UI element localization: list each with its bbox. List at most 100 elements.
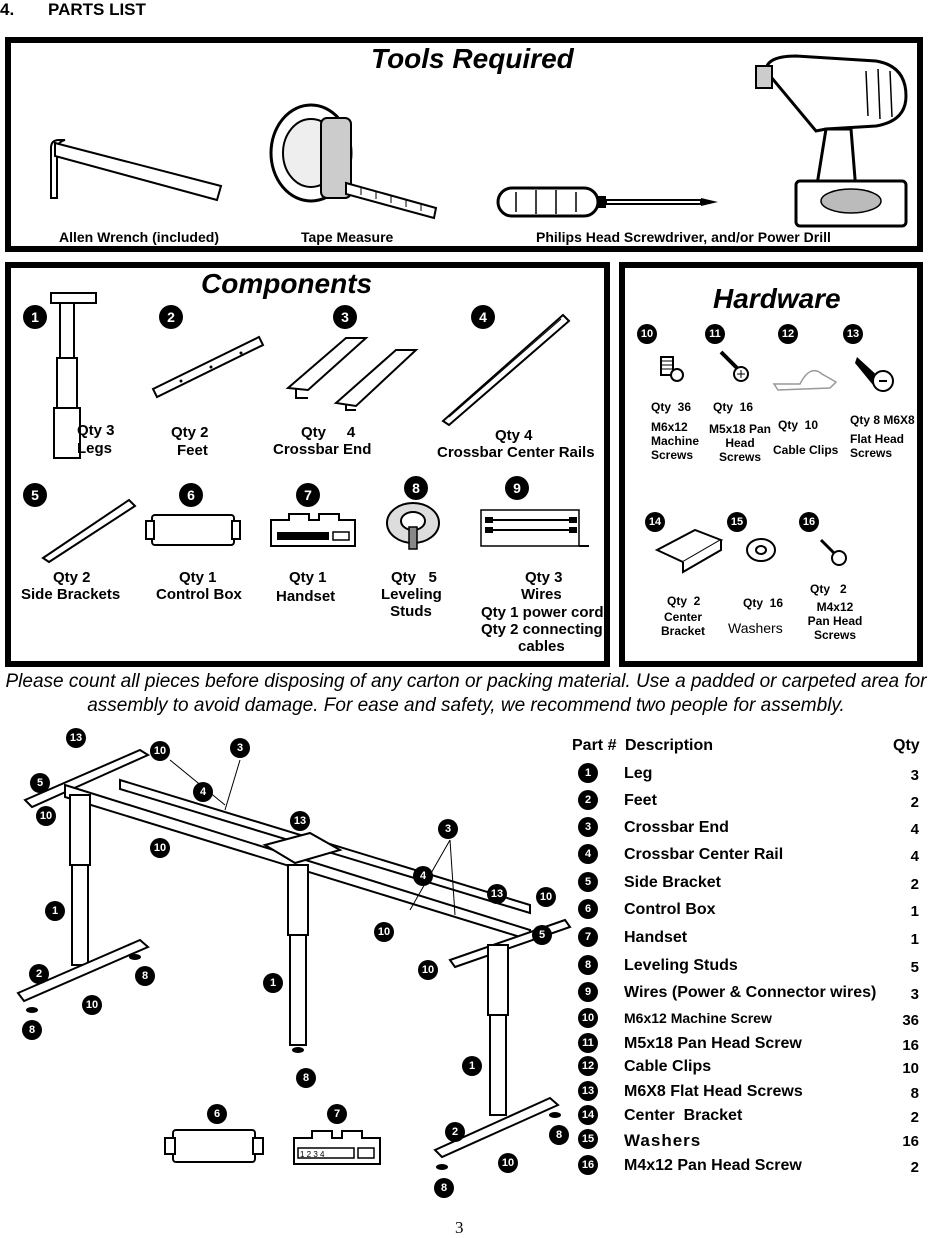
- component-9-power-cord: Qty 1 power cord: [481, 604, 604, 621]
- diagram-callout: 6: [207, 1104, 227, 1124]
- diagram-callout: 8: [135, 966, 155, 986]
- control-box-icon: [145, 514, 241, 546]
- diagram-callout: 5: [532, 925, 552, 945]
- diagram-callout: 10: [36, 806, 56, 826]
- component-4-qty: Qty 4: [495, 427, 533, 444]
- hardware-10-name: M6x12 Machine Screws: [651, 420, 700, 462]
- diagram-callout: 1: [263, 973, 283, 993]
- component-9-name: Wires: [521, 586, 562, 603]
- hardware-11-name: M5x18 Pan Head Screws: [708, 422, 772, 464]
- part-number: 4: [578, 844, 598, 864]
- diagram-callout: 13: [290, 811, 310, 831]
- part-description: Wires (Power & Connector wires): [624, 984, 877, 1001]
- hardware-number-16: 16: [799, 512, 819, 532]
- component-number-2: 2: [159, 305, 183, 329]
- diagram-callout: 2: [445, 1122, 465, 1142]
- diagram-callout: 10: [498, 1153, 518, 1173]
- part-qty: 3: [910, 767, 919, 784]
- component-9-connecting: Qty 2 connecting: [481, 621, 603, 638]
- hardware-11-qty: Qty 16: [713, 400, 754, 414]
- diagram-callout: 3: [230, 738, 250, 758]
- part-description: Feet: [624, 792, 657, 809]
- table-row: 12 Cable Clips 10: [578, 1056, 923, 1078]
- part-description: M6x12 Machine Screw: [624, 1010, 772, 1026]
- component-1-qty: Qty 3: [77, 422, 115, 439]
- control-box-drawing: [164, 1129, 264, 1163]
- component-number-9: 9: [505, 476, 529, 500]
- tool-label-tape-measure: Tape Measure: [301, 229, 394, 245]
- part-number: 11: [578, 1033, 598, 1053]
- component-6-qty: Qty 1: [179, 569, 217, 586]
- part-number: 3: [578, 817, 598, 837]
- component-2-name: Feet: [177, 442, 208, 459]
- part-number: 9: [578, 982, 598, 1002]
- part-number: 15: [578, 1129, 598, 1149]
- component-7-name: Handset: [276, 588, 336, 605]
- side-bracket-icon: [41, 498, 137, 564]
- wires-icon: [480, 509, 589, 547]
- part-qty: 16: [902, 1133, 919, 1150]
- diagram-callout: 3: [438, 819, 458, 839]
- power-drill-icon: [755, 54, 908, 228]
- part-number: 16: [578, 1155, 598, 1175]
- part-qty: 2: [910, 876, 919, 893]
- part-qty: 2: [910, 794, 919, 811]
- diagram-callout: 10: [150, 741, 170, 761]
- part-description: M4x12 Pan Head Screw: [624, 1157, 802, 1174]
- allen-wrench-icon: [50, 139, 223, 202]
- diagram-callout: 8: [549, 1125, 569, 1145]
- foot-icon: [151, 335, 265, 399]
- part-description: Handset: [624, 929, 688, 946]
- hardware-15-qty: Qty 16: [743, 596, 784, 610]
- part-description: Leg: [624, 765, 653, 782]
- m4-pan-head-screw-icon: [819, 538, 847, 566]
- part-number: 10: [578, 1008, 598, 1028]
- part-number: 13: [578, 1081, 598, 1101]
- hardware-13-qty: Qty 8 M6X8: [850, 413, 915, 427]
- flat-head-screw-icon: [855, 357, 894, 392]
- part-description: Cable Clips: [624, 1058, 712, 1075]
- hardware-16-name: M4x12 Pan Head Screws: [807, 600, 863, 642]
- tool-label-screwdriver-drill: Philips Head Screwdriver, and/or Power D…: [536, 229, 831, 245]
- component-7-qty: Qty 1: [289, 569, 327, 586]
- component-number-5: 5: [23, 483, 47, 507]
- hardware-14-qty: Qty 2: [667, 594, 701, 608]
- part-qty: 36: [902, 1012, 919, 1029]
- tools-required-panel: Tools Required Allen Wrench (included) T…: [5, 37, 923, 252]
- handset-icon: [270, 513, 356, 547]
- machine-screw-icon: [660, 356, 684, 382]
- section-number: 4.: [0, 0, 15, 19]
- diagram-callout: 10: [418, 960, 438, 980]
- crossbar-end-icon: [285, 337, 419, 411]
- part-number: 2: [578, 790, 598, 810]
- diagram-callout: 5: [30, 773, 50, 793]
- handset-drawing: [293, 1130, 381, 1165]
- part-description: Control Box: [624, 901, 716, 918]
- hardware-15-name: Washers: [728, 620, 783, 636]
- handset-key-labels: 1 2 3 4: [300, 1150, 325, 1159]
- cable-clip-icon: [772, 369, 838, 391]
- component-9-qty: Qty 3: [525, 569, 563, 586]
- component-9-cables: cables: [518, 638, 565, 655]
- component-3-name: Crossbar End: [273, 441, 372, 458]
- hardware-panel: Hardware 10 11 12 13 Qty 36 M6x12 Machin…: [619, 262, 923, 667]
- part-description: M6X8 Flat Head Screws: [624, 1083, 803, 1100]
- tools-heading: Tools Required: [371, 43, 574, 74]
- part-number: 12: [578, 1056, 598, 1076]
- diagram-callout: 7: [327, 1104, 347, 1124]
- part-qty: 10: [902, 1060, 919, 1077]
- diagram-callout: 10: [374, 922, 394, 942]
- part-qty: 4: [910, 848, 919, 865]
- part-number: 6: [578, 899, 598, 919]
- tape-measure-icon: [269, 103, 438, 220]
- component-number-8: 8: [404, 476, 428, 500]
- section-title: PARTS LIST: [48, 0, 146, 19]
- part-qty: 5: [910, 959, 919, 976]
- hardware-14-name: Center Bracket: [660, 610, 706, 638]
